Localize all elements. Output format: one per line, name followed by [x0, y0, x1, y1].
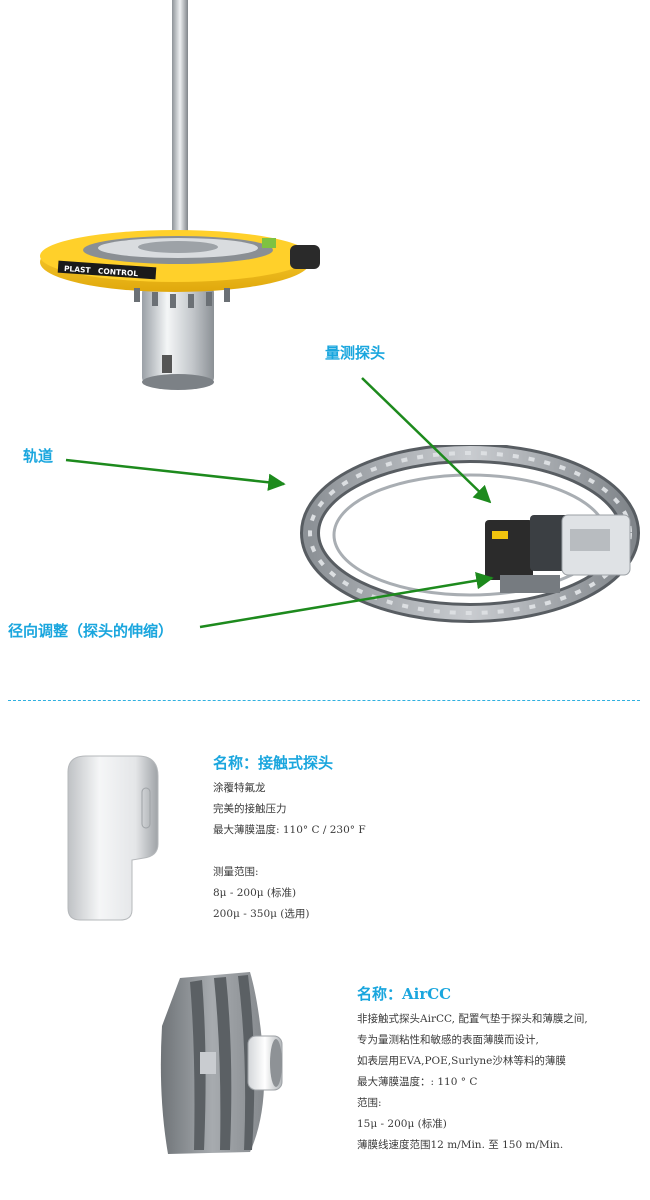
aircc-title: 名称：AirCC — [357, 985, 452, 1003]
contact-probe-image — [67, 755, 159, 921]
spec-line: 如表层用EVA,POE,Surlyne沙林等料的薄膜 — [357, 1055, 566, 1067]
aircc-probe-image — [160, 972, 283, 1154]
spec-line: 涂覆特氟龙 — [213, 782, 266, 794]
svg-text:CONTROL: CONTROL — [98, 266, 139, 278]
radial-arrow — [199, 571, 494, 629]
rail-track-image — [300, 445, 640, 623]
spec-line: 200μ - 350μ (选用) — [213, 908, 310, 920]
spec-line — [213, 841, 366, 862]
spec-line: 15μ - 200μ (标准) — [357, 1118, 447, 1130]
svg-text:PLAST: PLAST — [64, 264, 92, 275]
section-divider — [8, 700, 640, 701]
spec-line: 8μ - 200μ (标准) — [213, 887, 297, 899]
radial-adjust-label: 径向调整（探头的伸缩） — [8, 622, 174, 640]
probe-arrow — [361, 377, 492, 504]
probe-label: 量测探头 — [325, 344, 386, 362]
spec-line: 最大薄膜温度: 110° C / 230° F — [213, 824, 366, 836]
spec-line: 范围: — [357, 1097, 382, 1109]
contact-probe-title: 名称：接触式探头 — [213, 754, 334, 772]
spec-line: 测量范围: — [213, 866, 259, 878]
spec-line: 最大薄膜温度：: 110 ° C — [357, 1076, 478, 1088]
plast-control-logo: PLAST CONTROL — [57, 260, 157, 280]
contact-probe-specs: 涂覆特氟龙 完美的接触压力 最大薄膜温度: 110° C / 230° F 测量… — [213, 778, 366, 925]
spec-line: 专为量测粘性和敏感的表面薄膜而设计, — [357, 1034, 539, 1046]
spec-line: 非接触式探头AirCC, 配置气垫于探头和薄膜之间, — [357, 1013, 588, 1025]
spec-line: 薄膜线速度范围12 m/Min. 至 150 m/Min. — [357, 1139, 564, 1151]
callout-arrows — [65, 377, 494, 629]
spec-line: 完美的接触压力 — [213, 803, 287, 815]
track-arrow — [65, 458, 286, 491]
track-label: 轨道 — [23, 447, 54, 465]
measuring-head-image: PLAST CONTROL — [40, 0, 320, 390]
aircc-specs: 非接触式探头AirCC, 配置气垫于探头和薄膜之间, 专为量测粘性和敏感的表面薄… — [357, 1009, 588, 1156]
